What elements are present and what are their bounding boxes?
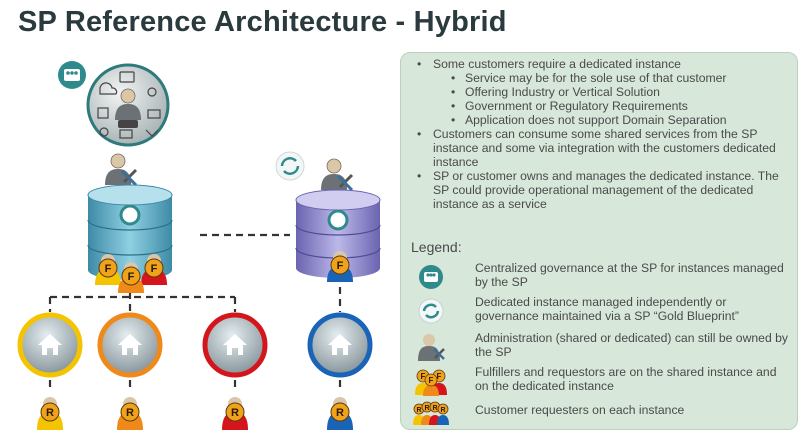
sub-bullet-item: Application does not support Domain Sepa… xyxy=(411,113,789,127)
fulfiller-label: F xyxy=(105,263,112,275)
legend-text: Fulfillers and requestors are on the sha… xyxy=(475,365,777,393)
admin-icon xyxy=(104,153,138,187)
admin-icon xyxy=(418,334,445,361)
fulfiller-label: F xyxy=(429,376,434,385)
fulfiller-label: F xyxy=(337,260,344,272)
sub-bullet-item: Service may be for the sole use of that … xyxy=(411,71,789,85)
fulfiller-label: F xyxy=(437,372,442,381)
sub-bullet-item: Government or Regulatory Requirements xyxy=(411,99,789,113)
fulfillers-icon: F F F xyxy=(415,369,447,396)
fulfiller-label: F xyxy=(151,263,158,275)
bullet-list: Some customers require a dedicated insta… xyxy=(411,57,789,211)
legend-text: Dedicated instance managed independently… xyxy=(475,295,739,323)
requester-label: R xyxy=(424,405,429,412)
bullet-item: Customers can consume some shared servic… xyxy=(411,127,789,169)
customer-home-red xyxy=(202,312,268,378)
sub-bullet-item: Offering Industry or Vertical Solution xyxy=(411,85,789,99)
legend-title: Legend: xyxy=(411,239,462,255)
legend-text: Customer requesters on each instance xyxy=(475,403,685,417)
customer-home-yellow xyxy=(17,312,83,378)
fulfiller-label: F xyxy=(128,271,135,283)
architecture-diagram: F F F F xyxy=(17,61,381,430)
requester-label: R xyxy=(416,407,421,414)
shared-fulfillers: F F F xyxy=(95,254,167,293)
gold-blueprint-icon xyxy=(275,151,305,181)
requester-label: R xyxy=(126,407,134,419)
bullet-item: Some customers require a dedicated insta… xyxy=(411,57,789,71)
admin-icon xyxy=(320,158,354,192)
bullet-item: SP or customer owns and manages the dedi… xyxy=(411,169,789,211)
page-title: SP Reference Architecture - Hybrid xyxy=(18,6,507,38)
governance-icon xyxy=(419,265,443,289)
requester-label: R xyxy=(231,407,239,419)
requesters-icon: R R R R xyxy=(413,401,449,425)
dedicated-database xyxy=(295,189,381,278)
requester-label: R xyxy=(46,407,54,419)
description-panel: Some customers require a dedicated insta… xyxy=(400,52,798,430)
legend-text: Centralized governance at the SP for ins… xyxy=(475,261,784,289)
requester-label: R xyxy=(432,405,437,412)
legend-text: Administration (shared or dedicated) can… xyxy=(475,331,788,359)
customer-home-blue xyxy=(307,312,373,378)
governance-icon xyxy=(58,61,86,89)
customer-requesters: R R R R xyxy=(37,397,353,430)
customer-homes xyxy=(17,312,373,378)
requester-label: R xyxy=(336,407,344,419)
requester-label: R xyxy=(440,407,445,414)
services-hub xyxy=(86,63,170,147)
dedicated-fulfiller: F xyxy=(327,251,353,282)
customer-home-orange xyxy=(97,312,163,378)
gold-blueprint-icon xyxy=(418,298,444,324)
fulfiller-label: F xyxy=(421,372,426,381)
